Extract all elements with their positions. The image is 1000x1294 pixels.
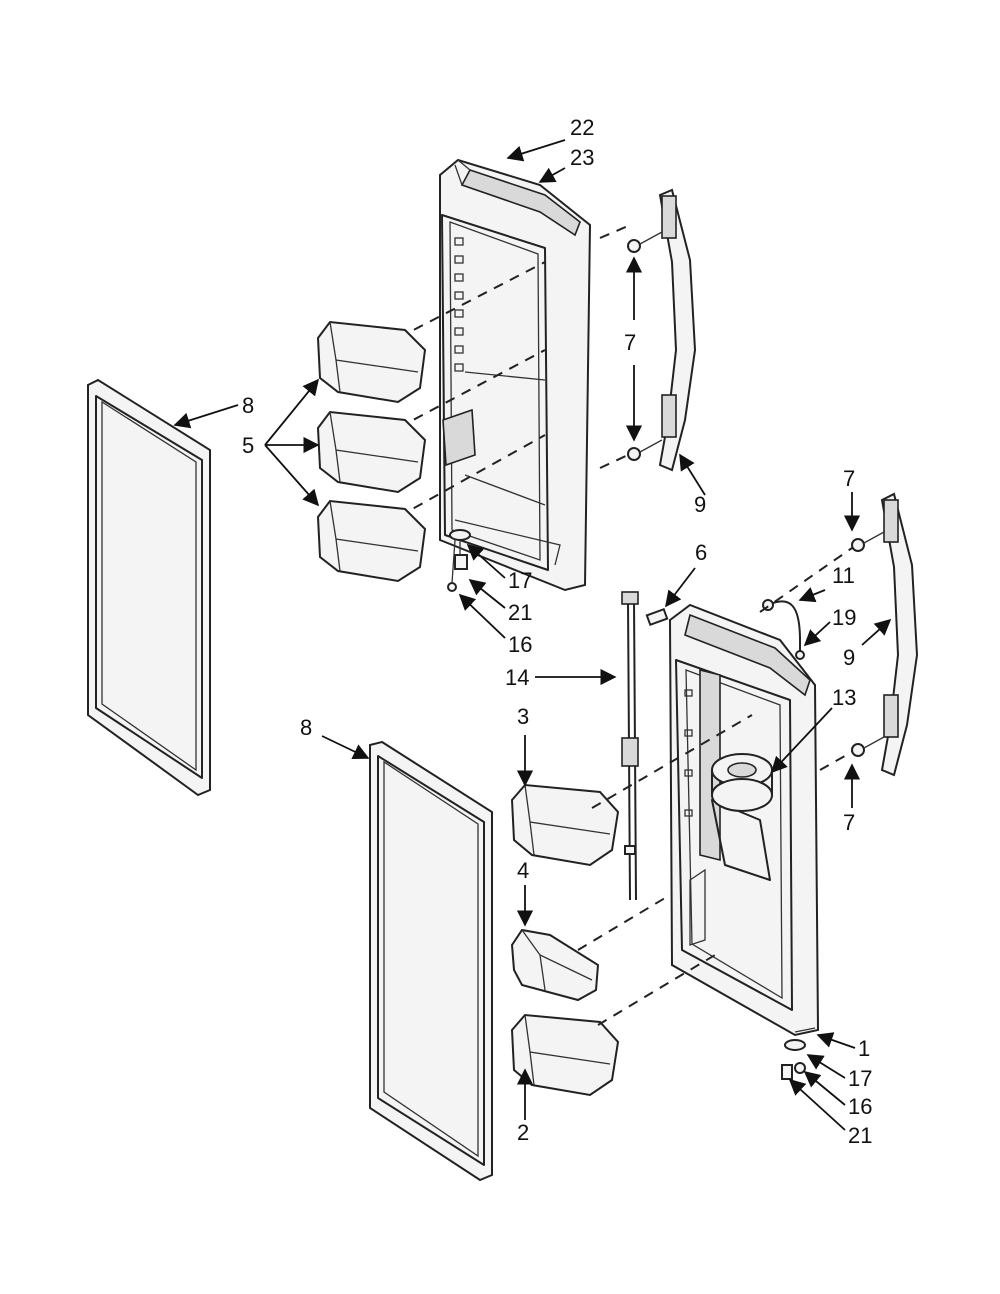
lower-bin-3 [510,783,620,867]
callout-11: 11 [832,563,855,588]
callout-16-upper: 16 [508,632,532,657]
callout-7-right-upper: 7 [843,466,855,491]
callout-1: 1 [858,1036,870,1061]
callout-7-right-lower: 7 [843,810,855,835]
right-handle [851,492,919,777]
upper-handle [627,188,697,472]
right-hinge-hardware [781,1039,806,1080]
callout-17-upper: 17 [508,568,532,593]
callout-4: 4 [517,858,529,883]
callout-14: 14 [505,665,529,690]
callout-8-mid: 8 [300,715,312,740]
callout-22: 22 [570,115,594,140]
callout-21-upper: 21 [508,600,532,625]
callout-21-lower: 21 [848,1123,872,1148]
upper-hinge-hardware [447,529,471,592]
lower-bin-4 [510,928,600,1002]
callout-13: 13 [832,685,856,710]
dispenser-funnel [711,753,773,812]
hinge-screw [645,607,669,627]
upper-door-bin-2 [316,410,427,494]
lower-bin-2 [510,1013,620,1097]
callout-9-right: 9 [843,645,855,670]
callout-5: 5 [242,433,254,458]
callout-3: 3 [517,704,529,729]
callout-2: 2 [517,1120,529,1145]
callout-19: 19 [832,605,856,630]
callout-23: 23 [570,145,594,170]
upper-door-bin-1 [316,320,427,404]
callout-9-upper: 9 [694,492,706,517]
upper-door-gasket [87,378,211,797]
callout-8-left: 8 [242,393,254,418]
callout-16-lower: 16 [848,1094,872,1119]
leader-lines [173,139,892,1131]
wire-harness [621,591,639,901]
right-door [668,603,820,1037]
upper-door-bin-3 [316,499,427,583]
callout-7-upper: 7 [624,330,636,355]
callout-17-lower: 17 [848,1066,872,1091]
upper-door [439,158,592,592]
callout-6: 6 [695,540,707,565]
lower-door-gasket [369,740,493,1182]
